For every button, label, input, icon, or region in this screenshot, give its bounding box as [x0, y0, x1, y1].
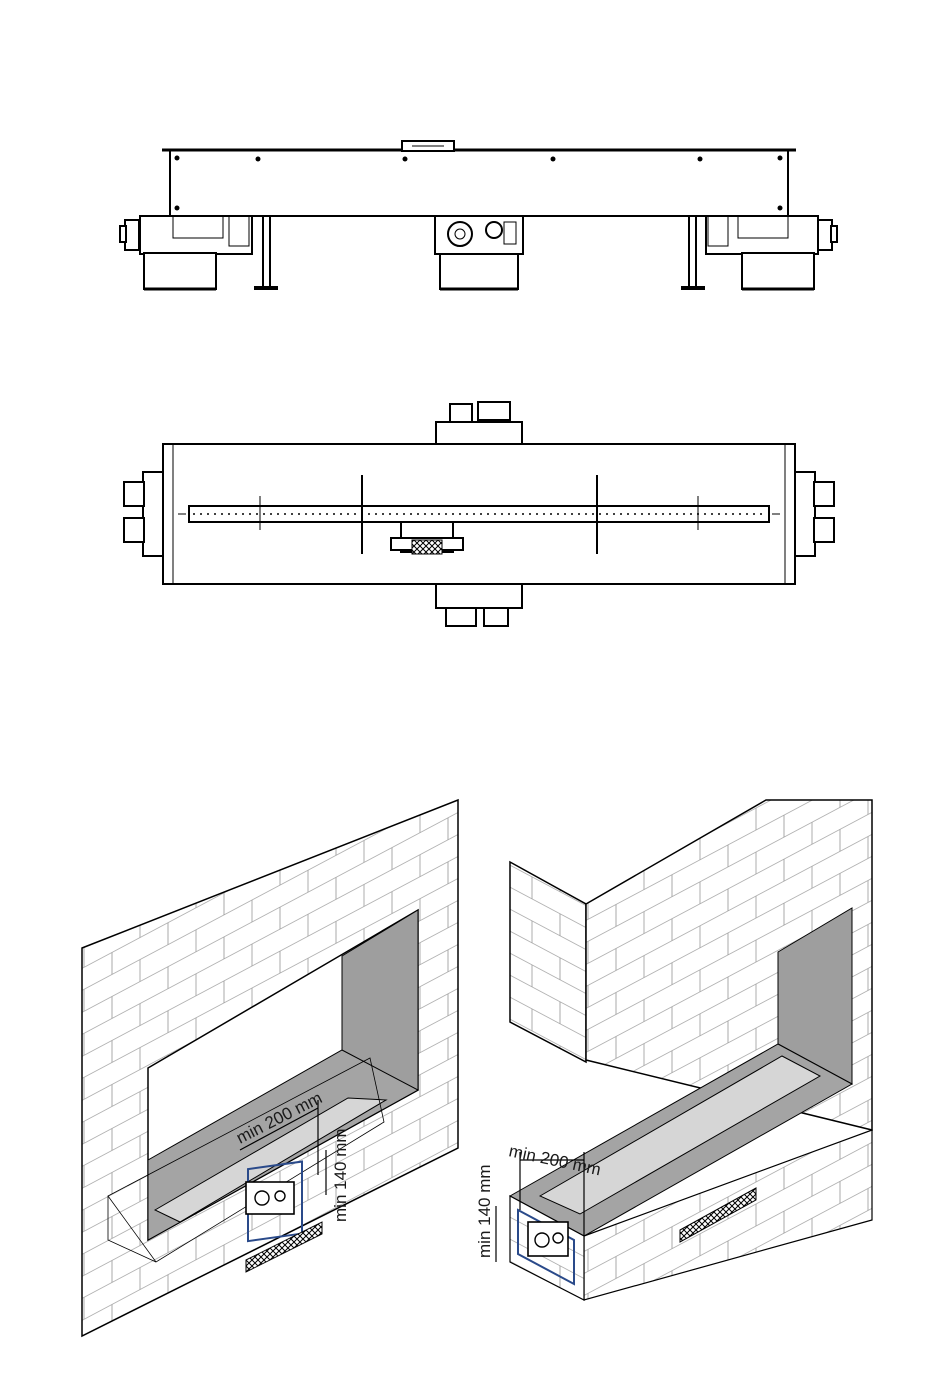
burner-strip: [189, 506, 769, 522]
support-leg-right: [681, 216, 705, 290]
right-control-module: [706, 216, 818, 254]
right-side-connector: [795, 472, 815, 556]
front-elevation-view: [120, 141, 837, 290]
right-connector: [818, 220, 837, 250]
right-isometric-installation: min 200 mm min 140 mm: [475, 800, 872, 1300]
top-connector-box: [436, 422, 522, 444]
support-leg-left: [254, 216, 278, 290]
control-box-left: [246, 1182, 294, 1214]
dim-label-right-vertical: min 140 mm: [475, 1164, 494, 1258]
brick-wall-corner: [510, 862, 586, 1062]
left-connector: [120, 220, 139, 250]
top-plan-view: [124, 402, 834, 626]
left-side-connector: [143, 472, 163, 556]
left-control-module: [140, 216, 252, 254]
left-isometric-installation: min 200 mm min 140 mm: [82, 800, 458, 1336]
dim-label-left-vertical: min 140 mm: [331, 1128, 350, 1222]
burner-body-front: [170, 150, 788, 216]
control-box-right: [528, 1222, 568, 1256]
bottom-connector-box: [436, 584, 522, 608]
